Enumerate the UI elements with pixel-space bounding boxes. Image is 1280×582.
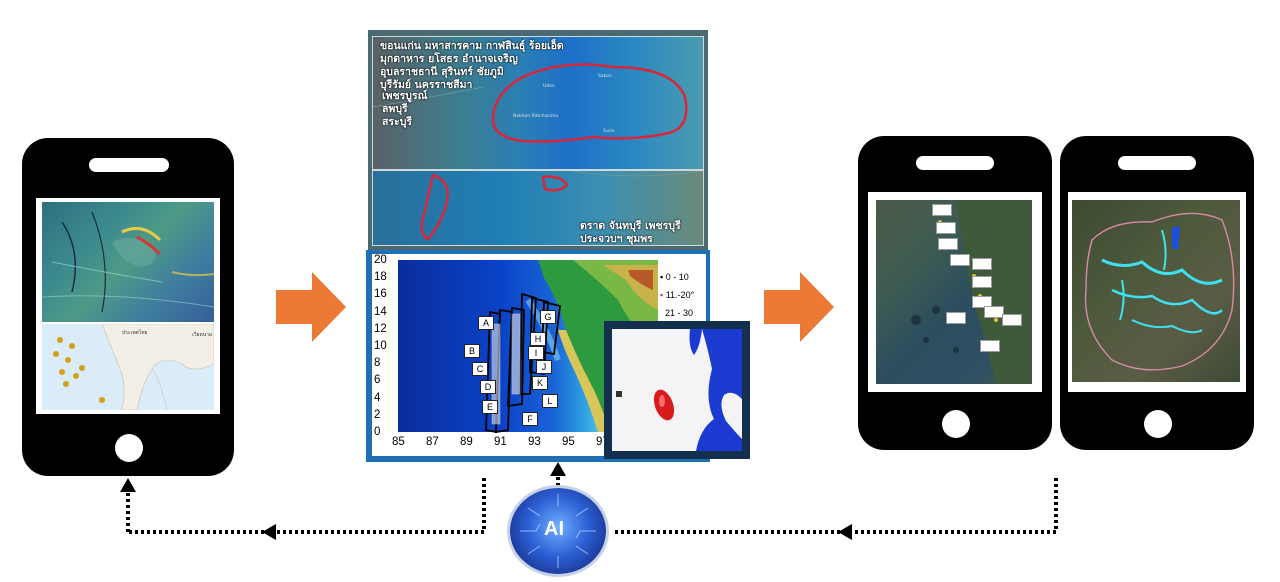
inset-satellite-svg bbox=[616, 329, 742, 451]
airport-map-svg: ประเทศไทย เวียดนาม bbox=[53, 324, 214, 410]
east-coast-map-panel bbox=[372, 170, 704, 246]
chart-region-label: E bbox=[482, 400, 498, 414]
right-phone-coastal bbox=[858, 136, 1052, 450]
chart-region-label: H bbox=[530, 332, 546, 346]
legend-item-0-10: ▪ 0 - 10 bbox=[660, 272, 689, 282]
phone-speaker bbox=[1118, 156, 1196, 170]
chart-x-tick: 85 bbox=[392, 436, 405, 448]
chart-y-tick: 16 bbox=[374, 288, 387, 301]
map-pin-tag bbox=[984, 306, 1004, 318]
chart-y-tick: 4 bbox=[374, 391, 381, 404]
left-phone: ประเทศไทย เวียดนาม bbox=[22, 138, 234, 476]
chart-y-tick: 8 bbox=[374, 357, 381, 370]
chart-x-tick: 93 bbox=[528, 436, 541, 448]
chart-y-tick: 10 bbox=[374, 340, 387, 352]
chart-x-tick: 91 bbox=[494, 436, 507, 448]
east-coast-map-svg bbox=[420, 171, 703, 241]
left-phone-screen: ประเทศไทย เวียดนาม bbox=[36, 198, 220, 414]
chart-y-tick: 18 bbox=[374, 271, 387, 284]
circuit-pattern-svg bbox=[520, 494, 596, 568]
phone-speaker bbox=[89, 158, 169, 172]
legend-label: 21 - 30 bbox=[665, 308, 694, 318]
map-pin-tag bbox=[980, 340, 1000, 352]
chart-region-label: J bbox=[536, 360, 552, 374]
chart-y-tick: 6 bbox=[374, 374, 381, 387]
map-pin-tag bbox=[936, 222, 956, 234]
chart-y-tick: 2 bbox=[374, 408, 381, 421]
svg-text:ประเทศไทย: ประเทศไทย bbox=[122, 329, 148, 336]
map-pin-tag bbox=[972, 296, 992, 308]
chart-x-tick: 95 bbox=[562, 436, 575, 448]
coastal-pins-map bbox=[876, 200, 1032, 384]
legend-item-21-30: 21 - 30 bbox=[660, 308, 693, 318]
right-phone-flood bbox=[1060, 136, 1254, 450]
top-left-province-text: ขอนแก่น มหาสารคาม กาฬสินธุ์ ร้อยเอ็ด มุก… bbox=[380, 40, 564, 91]
inset-satellite-frame bbox=[604, 321, 750, 459]
inset-satellite-image bbox=[612, 329, 742, 451]
ai-label: AI bbox=[544, 518, 564, 540]
right-phone-flood-screen bbox=[1068, 192, 1246, 392]
wind-map-svg bbox=[42, 211, 214, 313]
orange-arrow-right bbox=[764, 272, 834, 342]
chart-x-tick: 89 bbox=[460, 436, 473, 448]
chart-region-label: D bbox=[480, 380, 496, 394]
map-pin-tag bbox=[972, 258, 992, 270]
legend-label: 11.-20° bbox=[665, 290, 695, 300]
svg-text:Surin: Surin bbox=[603, 128, 615, 134]
map-pin-tag bbox=[972, 276, 992, 288]
chart-legend: ▪ 0 - 10 ▪ 11.-20° 21 - 30 bbox=[658, 262, 706, 326]
map-pin-tag bbox=[938, 238, 958, 250]
legend-item-11-20: ▪ 11.-20° bbox=[660, 290, 695, 300]
chart-region-label: B bbox=[464, 344, 480, 358]
chart-region-label: L bbox=[542, 394, 558, 408]
wind-map bbox=[42, 202, 214, 322]
phone-home-button bbox=[942, 410, 970, 438]
chart-region-label: K bbox=[532, 376, 548, 390]
map-pin-tag bbox=[932, 204, 952, 216]
map-pin-tag bbox=[1002, 314, 1022, 326]
phone-home-button bbox=[115, 434, 143, 462]
orange-arrow-right bbox=[276, 272, 346, 342]
chart-y-tick: 14 bbox=[374, 305, 387, 318]
svg-text:เวียดนาม: เวียดนาม bbox=[192, 331, 212, 338]
airport-map: ประเทศไทย เวียดนาม bbox=[42, 324, 214, 410]
chart-y-tick: 0 bbox=[374, 426, 381, 438]
right-phone-coastal-screen bbox=[868, 192, 1042, 392]
mid-left-province-text: เพชรบูรณ์ ลพบุรี สระบุรี bbox=[382, 90, 428, 128]
chart-x-tick: 87 bbox=[426, 436, 439, 448]
phone-speaker bbox=[916, 156, 994, 170]
chart-region-label: A bbox=[478, 316, 494, 330]
map-pin-tag bbox=[950, 254, 970, 266]
chart-region-label: C bbox=[472, 362, 488, 376]
legend-label: 0 - 10 bbox=[665, 272, 689, 282]
chart-y-tick: 12 bbox=[374, 322, 387, 335]
svg-text:Sakon: Sakon bbox=[598, 73, 612, 79]
chart-y-tick: 20 bbox=[374, 254, 387, 266]
flood-map bbox=[1072, 200, 1240, 382]
chart-region-label: F bbox=[522, 412, 538, 426]
flood-map-svg bbox=[1084, 212, 1235, 371]
svg-text:Udon: Udon bbox=[543, 83, 555, 89]
svg-text:Nakhon Ratchasima: Nakhon Ratchasima bbox=[513, 113, 558, 119]
ai-badge: AI bbox=[510, 488, 606, 574]
map-pin-tag bbox=[946, 312, 966, 324]
chart-region-label: I bbox=[528, 346, 544, 360]
chart-region-label: G bbox=[540, 310, 556, 324]
phone-home-button bbox=[1144, 410, 1172, 438]
bottom-right-province-text: ตราด จันทบุรี เพชรบุรี ประจวบฯ ชุมพร bbox=[580, 220, 681, 245]
